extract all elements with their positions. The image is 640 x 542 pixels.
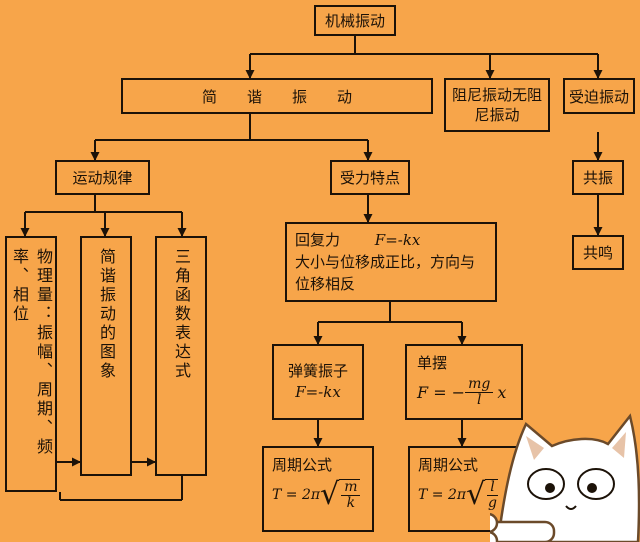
pendulum-period-numerator: l <box>487 480 498 496</box>
node-damped-vibration: 阻尼振动无阻尼振动 <box>444 78 550 132</box>
pendulum-numerator: mg <box>465 377 494 393</box>
pendulum-formula-tail: x <box>497 382 507 402</box>
node-simple-pendulum: 单摆 F = − mg l x <box>405 344 523 420</box>
column-physical-quantities: 物理量：振幅、周期、频率、相位 <box>5 236 57 492</box>
cat-illustration-icon <box>490 413 640 542</box>
pendulum-period-sqrt: √ l g <box>466 479 498 510</box>
restoring-force-label: 回复力 <box>295 231 341 249</box>
node-spring-period: 周期公式 T = 2π √ m k <box>262 446 374 532</box>
spring-oscillator-formula: F=-kx <box>295 383 341 401</box>
spring-oscillator-title: 弹簧振子 <box>287 362 348 380</box>
restoring-force-formula: F=-kx <box>374 231 421 249</box>
pendulum-fraction: mg l <box>465 377 494 408</box>
node-resonance: 共振 <box>572 160 624 195</box>
node-motion-law: 运动规律 <box>55 160 150 195</box>
pendulum-period-formula: T = 2π √ l g <box>418 479 510 510</box>
simple-pendulum-title: 单摆 <box>417 354 448 372</box>
restoring-force-line: 回复力 F=-kx <box>295 230 487 252</box>
node-mechanical-vibration: 机械振动 <box>314 5 396 36</box>
pendulum-period-denominator: g <box>487 494 497 511</box>
restoring-force-description: 大小与位移成正比，方向与位移相反 <box>295 252 476 293</box>
pendulum-period-title: 周期公式 <box>418 456 479 474</box>
node-simple-harmonic: 简谐振动 <box>121 78 433 114</box>
node-force-characteristic: 受力特点 <box>330 160 410 195</box>
pendulum-period-lhs: T = 2π <box>418 486 467 503</box>
node-restoring-force: 回复力 F=-kx 大小与位移成正比，方向与位移相反 <box>285 222 497 302</box>
pendulum-formula-lhs: F = − <box>417 382 466 402</box>
node-sympathetic-vibration: 共鸣 <box>572 235 624 270</box>
sqrt-icon: √ <box>320 476 340 512</box>
node-forced-vibration: 受迫振动 <box>563 78 635 114</box>
spring-period-fraction: m k <box>339 479 361 511</box>
column-graph: 简谐振动的图象 <box>80 236 132 476</box>
spring-period-formula: T = 2π √ m k <box>272 479 364 510</box>
spring-period-sqrt: √ m k <box>320 476 361 512</box>
pendulum-period-fraction: l g <box>485 479 498 511</box>
simple-pendulum-formula: F = − mg l x <box>417 377 511 407</box>
spring-period-numerator: m <box>341 480 361 496</box>
spring-period-denominator: k <box>346 494 356 511</box>
spring-period-lhs: T = 2π <box>272 486 321 503</box>
pendulum-denominator: l <box>476 391 482 408</box>
column-trig-expression: 三角函数表达式 <box>155 236 207 476</box>
sqrt-icon: √ <box>466 476 486 512</box>
node-spring-oscillator: 弹簧振子 F=-kx <box>272 344 364 420</box>
spring-period-title: 周期公式 <box>272 456 333 474</box>
